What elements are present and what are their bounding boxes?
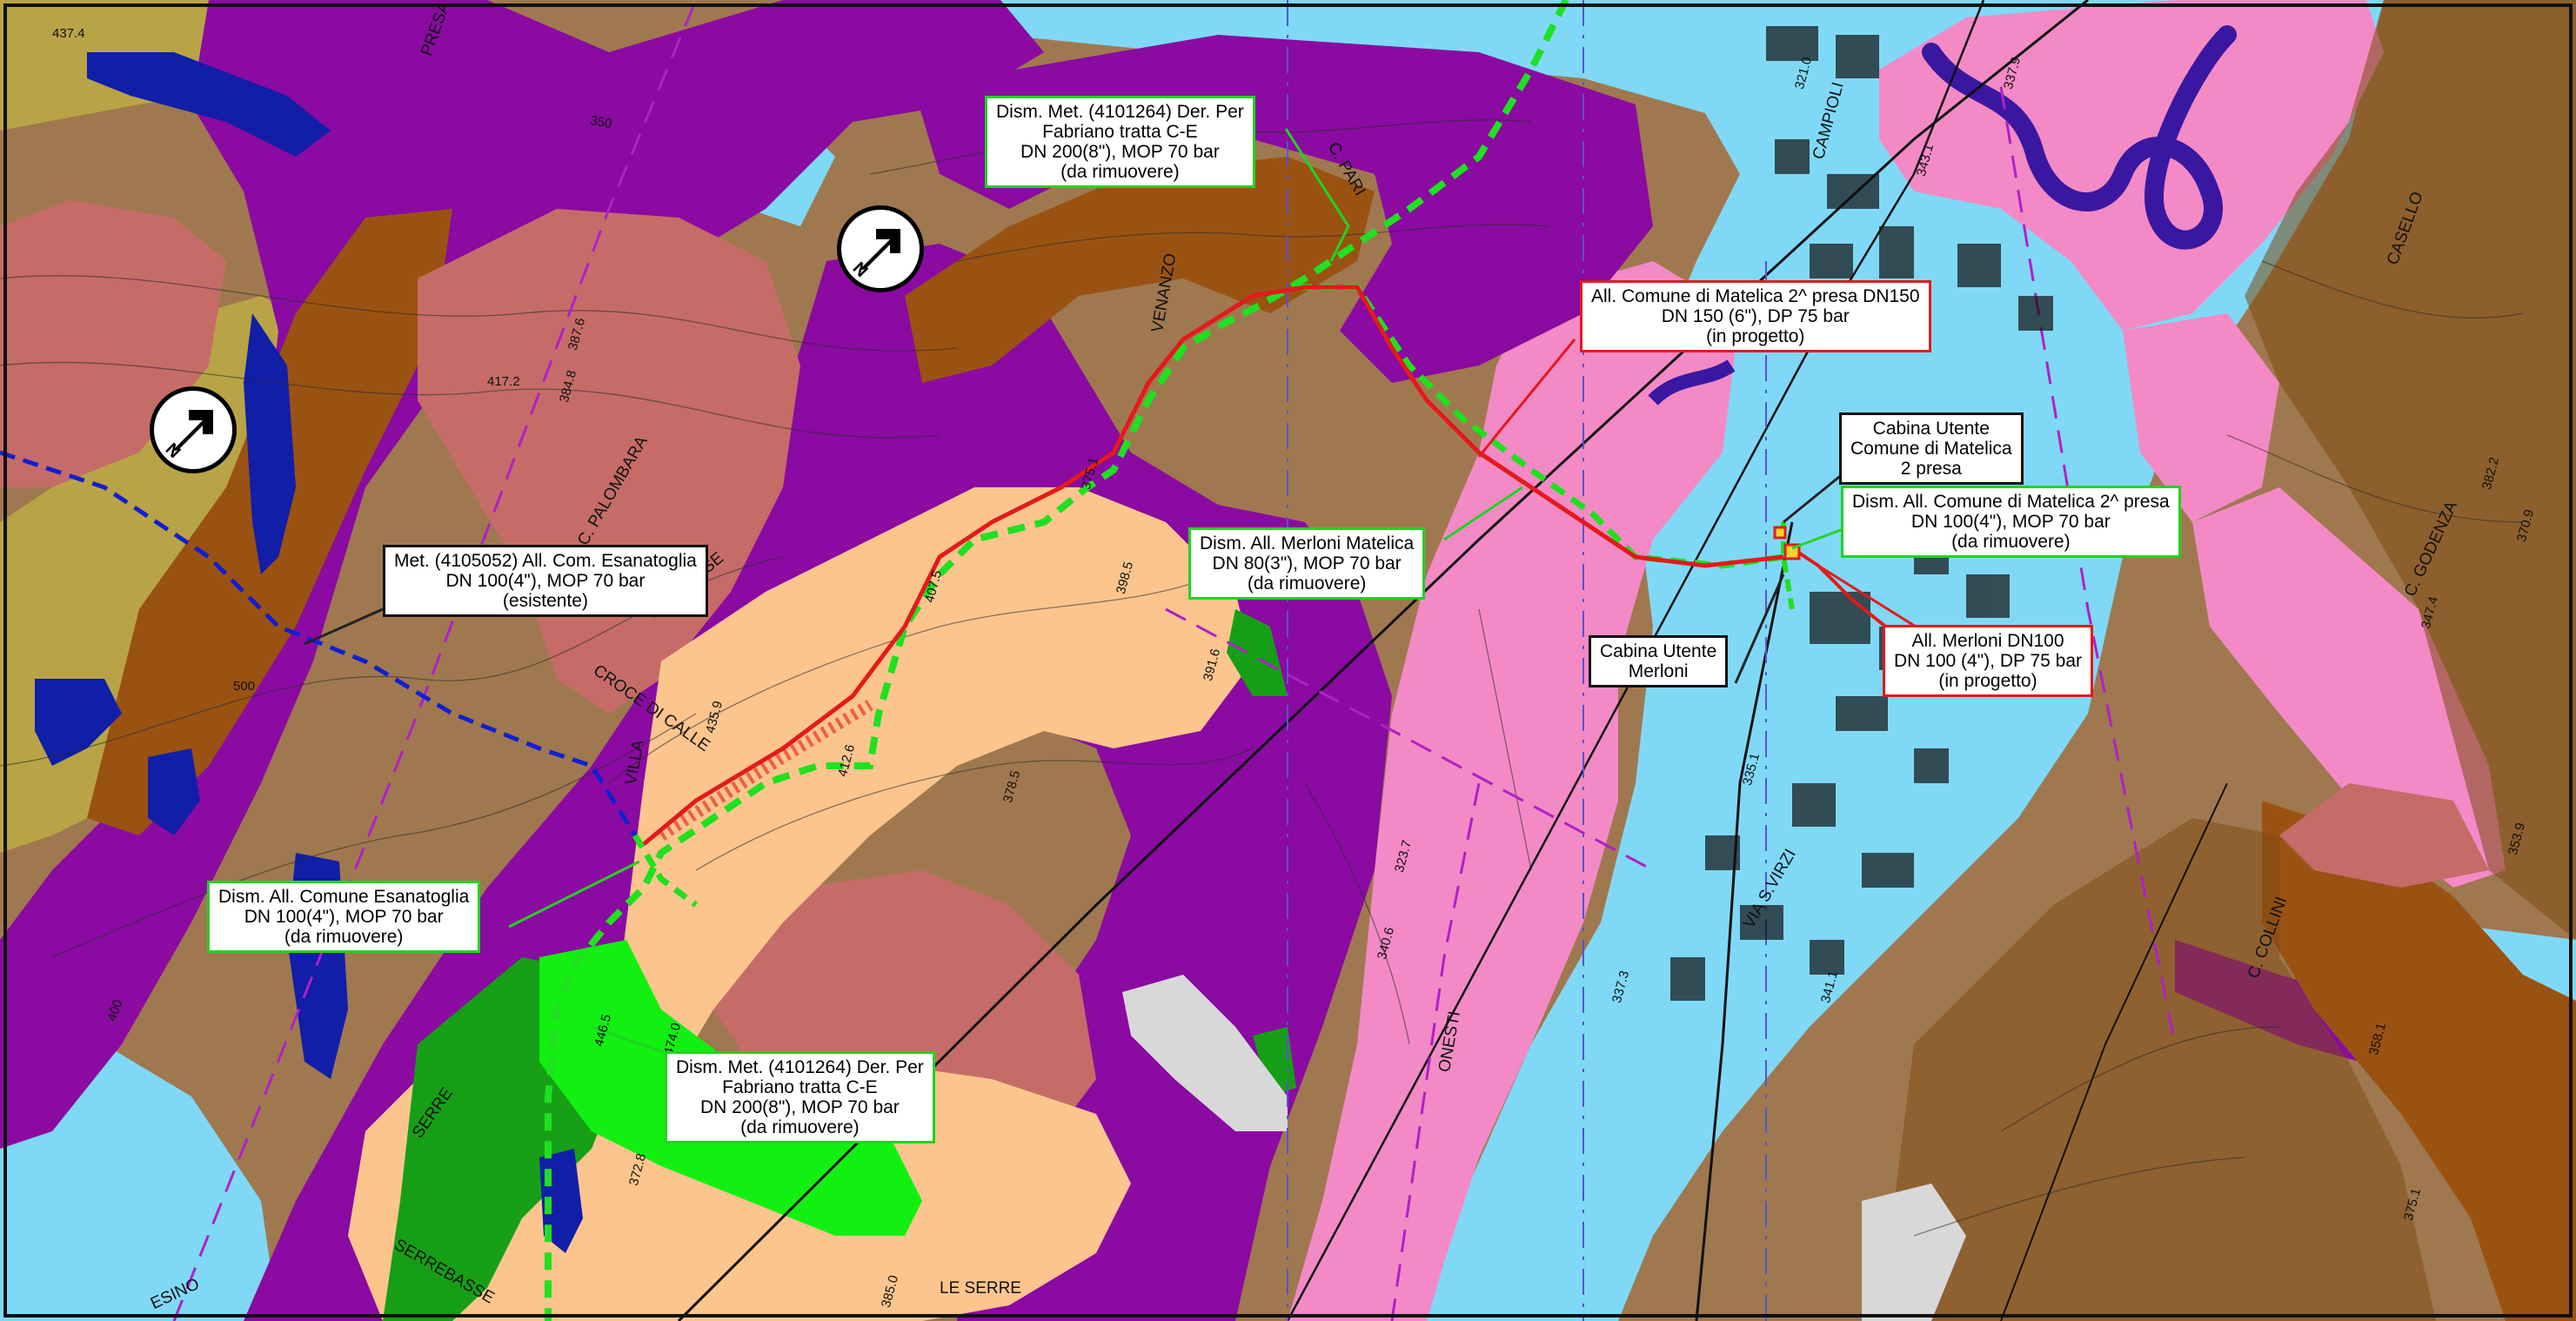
callout-line: All. Merloni DN100	[1911, 631, 2064, 651]
pipeline-matelica-project	[642, 285, 1784, 846]
callout-line: (da rimuovere)	[1247, 573, 1367, 593]
callout-line: DN 100(4"), MOP 70 bar	[1910, 512, 2111, 532]
callout-cabina-matelica[interactable]: Cabina Utente Comune di Matelica 2 presa	[1839, 412, 2024, 485]
zone-dusty-rose-east	[2279, 783, 2489, 888]
zone-river-nw-band	[1648, 359, 1736, 406]
callout-line: DN 200(8"), MOP 70 bar	[699, 1097, 900, 1117]
callout-line: (da rimuovere)	[1951, 532, 2071, 552]
callout-line: Met. (4105052) All. Com. Esanatoglia	[394, 551, 697, 571]
zone-dark-brown-east	[2245, 0, 2576, 940]
callout-leaders	[304, 128, 1924, 1055]
callout-line: Cabina Utente	[1872, 419, 1990, 439]
zone-pink-east-upper	[2123, 313, 2279, 522]
zone-dark-green-small	[1227, 609, 1288, 696]
zone-orange-brown-north	[905, 157, 1375, 383]
callout-line: DN 80(3"), MOP 70 bar	[1212, 553, 1402, 573]
callout-line: Cabina Utente	[1600, 641, 1717, 661]
callout-all-matelica-2presa[interactable]: All. Comune di Matelica 2^ presa DN150 D…	[1580, 280, 1931, 352]
zone-pink-east	[2192, 487, 2506, 888]
zone-peach-ridge	[609, 487, 1253, 1131]
cabina-matelica-marker	[1773, 526, 1787, 540]
callout-line: 2 presa	[1900, 459, 1962, 479]
callout-line: (in progetto)	[1938, 671, 2037, 691]
map-frame	[3, 3, 2573, 1318]
callout-line: Dism. All. Merloni Matelica	[1200, 533, 1415, 553]
zone-orange-brown-east	[2262, 801, 2576, 1321]
zone-pink-central	[1288, 261, 1740, 1321]
callout-line: (da rimuovere)	[1061, 162, 1180, 182]
callout-all-merloni[interactable]: All. Merloni DN100 DN 100 (4"), DP 75 ba…	[1883, 625, 2093, 697]
callout-line: (da rimuovere)	[740, 1117, 860, 1137]
pipeline-4101264-dismantle	[545, 0, 1569, 1321]
callout-dism-4101264-bottom[interactable]: Dism. Met. (4101264) Der. Per Fabriano t…	[665, 1051, 935, 1143]
callout-line: DN 100(4"), MOP 70 bar	[244, 907, 444, 927]
callout-dism-4101264-top[interactable]: Dism. Met. (4101264) Der. Per Fabriano t…	[985, 96, 1255, 188]
callout-line: Dism. All. Comune di Matelica 2^ presa	[1852, 492, 2170, 512]
callout-dism-matelica-2presa[interactable]: Dism. All. Comune di Matelica 2^ presa D…	[1841, 486, 2181, 558]
zone-dark-brown-southeast	[1879, 818, 2436, 1321]
zone-dark-blue-w1	[244, 313, 296, 574]
north-arrow-icon	[859, 229, 900, 271]
north-arrow: N	[150, 386, 237, 473]
callout-line: Dism. Met. (4101264) Der. Per	[996, 102, 1244, 122]
zone-gray-southeast	[1862, 1184, 1966, 1321]
zone-dark-blue-w3	[148, 748, 200, 835]
callout-line: DN 150 (6"), DP 75 bar	[1661, 306, 1850, 326]
callout-line: Dism. All. Comune Esanatoglia	[218, 887, 470, 907]
callout-line: Fabriano tratta C-E	[1042, 122, 1198, 142]
callout-line: (esistente)	[502, 591, 588, 611]
north-arrow-icon	[171, 410, 213, 452]
callout-dism-esanatoglia[interactable]: Dism. All. Comune Esanatoglia DN 100(4")…	[207, 881, 481, 953]
municipal-boundary-lines	[1287, 0, 1767, 1321]
callout-line: DN 100 (4"), DP 75 bar	[1894, 651, 2082, 671]
contour-lines	[0, 119, 2524, 1237]
callout-line: (da rimuovere)	[284, 927, 404, 947]
callout-line: Fabriano tratta C-E	[722, 1077, 878, 1097]
callout-dism-merloni[interactable]: Dism. All. Merloni Matelica DN 80(3"), M…	[1188, 527, 1426, 600]
callout-cabina-merloni[interactable]: Cabina Utente Merloni	[1589, 635, 1729, 687]
zone-dusty-rose-northwest	[0, 200, 226, 487]
pipeline-merloni-project	[1790, 547, 1898, 637]
zone-gray-quarry	[1122, 975, 1288, 1131]
boundary-dashed-lines	[172, 0, 2177, 1321]
zone-dark-blue-w2	[35, 679, 122, 766]
callout-line: All. Comune di Matelica 2^ presa DN150	[1591, 286, 1920, 306]
callout-line: (in progetto)	[1706, 326, 1805, 346]
callout-line: Comune di Matelica	[1850, 439, 2012, 459]
callout-line: DN 100(4"), MOP 70 bar	[445, 571, 646, 591]
pipeline-esanatoglia-existing	[0, 450, 638, 837]
north-arrow: N	[837, 205, 924, 292]
callout-line: Dism. Met. (4101264) Der. Per	[676, 1057, 924, 1077]
zone-dark-blue-nw	[87, 52, 331, 157]
callout-line: Merloni	[1628, 661, 1689, 681]
zone-dark-green-small-2	[1253, 1027, 1296, 1096]
zone-river-ne	[1922, 25, 2237, 250]
callout-met-4105052[interactable]: Met. (4105052) All. Com. Esanatoglia DN …	[383, 545, 708, 617]
callout-line: DN 200(8"), MOP 70 bar	[1020, 142, 1220, 162]
pipeline-esanatoglia-dismantle	[632, 834, 699, 908]
